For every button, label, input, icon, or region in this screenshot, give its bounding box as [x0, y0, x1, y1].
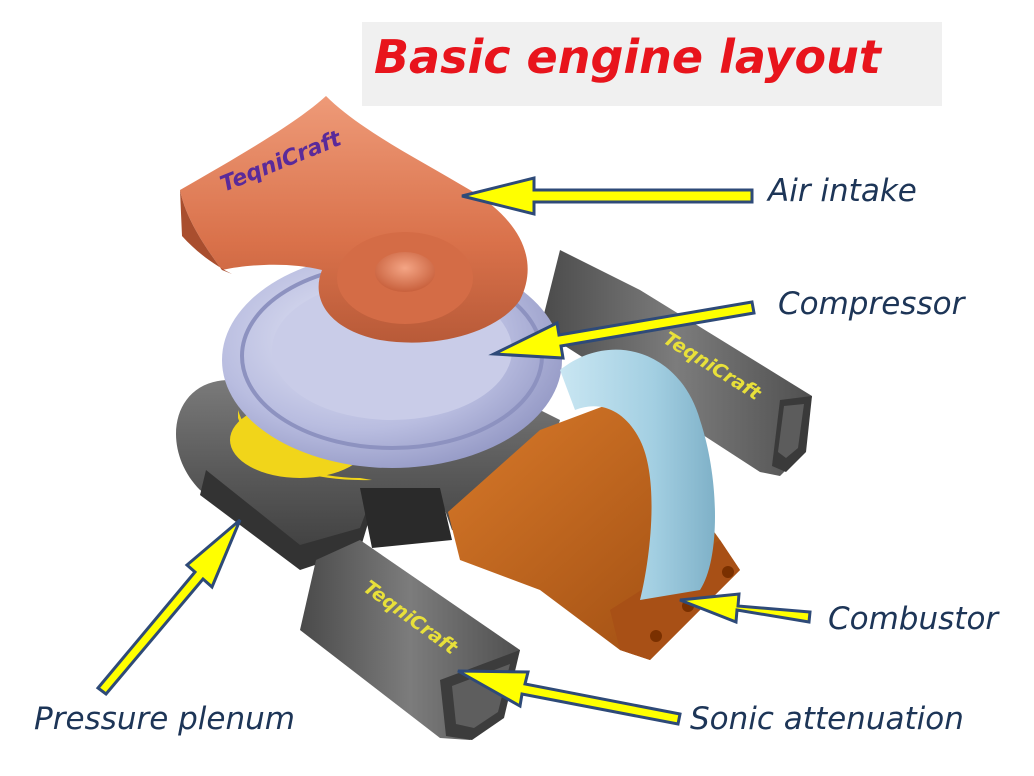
transfer-tube: [560, 349, 715, 600]
label-pressure-plenum: Pressure plenum: [34, 701, 295, 737]
air-intake: TeqniCraft: [180, 96, 528, 343]
right-exhaust-duct: [540, 250, 812, 476]
label-air-intake: Air intake: [768, 173, 917, 209]
arrow-air-intake: [461, 176, 754, 216]
arrow-combustor: [679, 592, 812, 625]
arrow-pressure-plenum: [95, 518, 242, 697]
label-sonic-attenuation: Sonic attenuation: [690, 701, 964, 737]
label-compressor: Compressor: [778, 286, 965, 322]
label-combustor: Combustor: [828, 601, 999, 637]
arrow-sonic-attenuation: [457, 669, 682, 726]
diagram-title: Basic engine layout: [374, 30, 881, 84]
title-background: [362, 22, 942, 106]
arrow-compressor: [488, 300, 756, 360]
